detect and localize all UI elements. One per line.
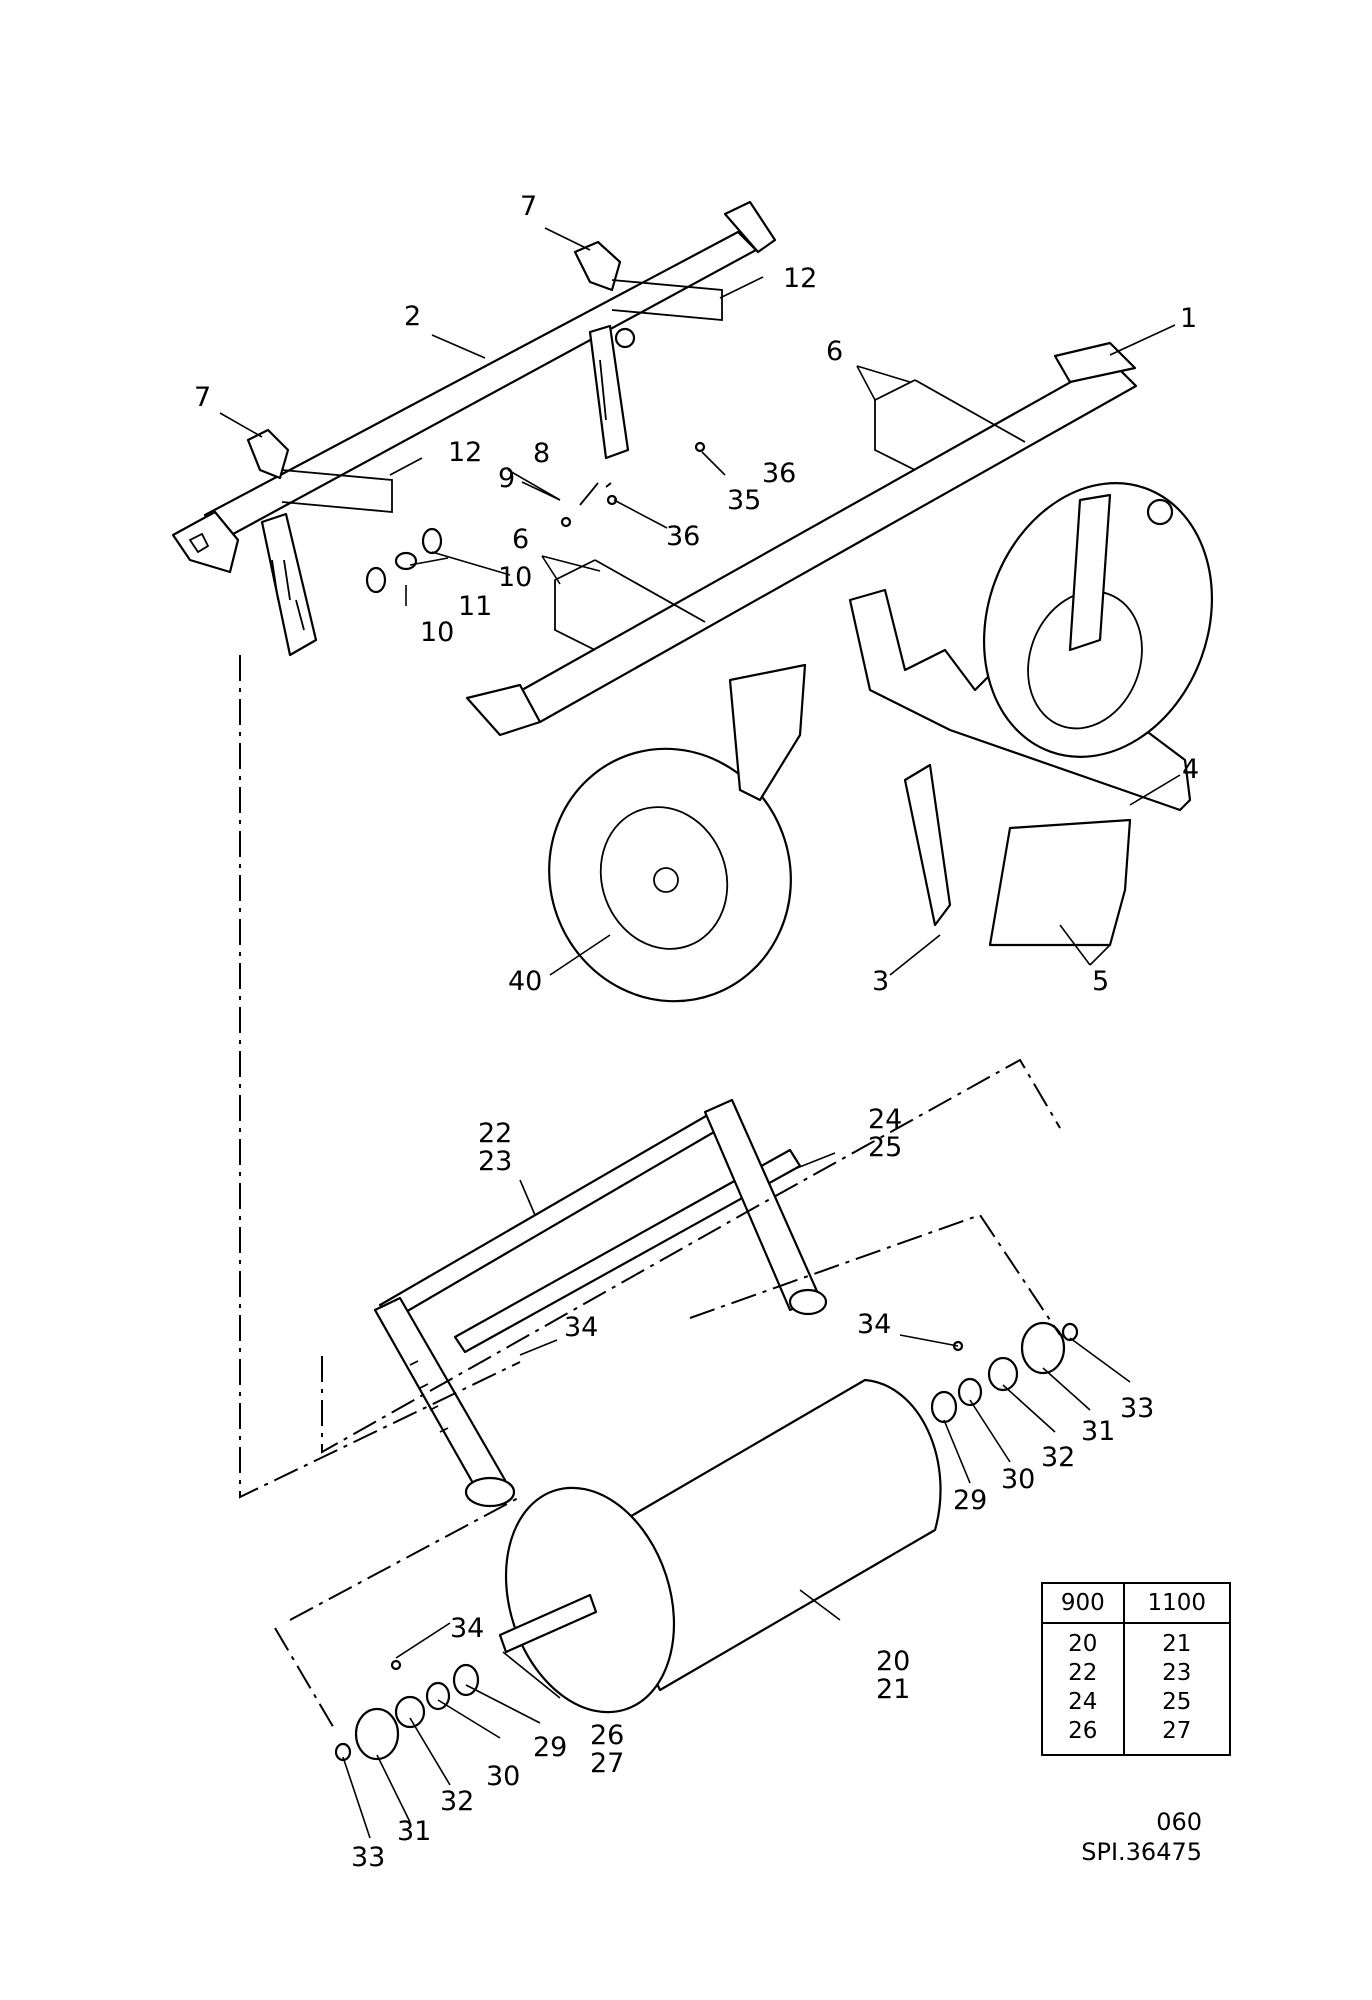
table-cell: 22 xyxy=(1068,1660,1098,1686)
assembly-lines xyxy=(239,655,1061,1731)
callout-27: 27 xyxy=(590,1748,624,1779)
table-cell: 25 xyxy=(1162,1689,1192,1715)
callout-2: 2 xyxy=(404,301,421,332)
callout-40: 40 xyxy=(508,966,542,997)
roller-shaft xyxy=(498,1593,598,1654)
table-cell: 23 xyxy=(1162,1660,1192,1686)
table-body-row: 20 22 24 26 21 23 25 27 xyxy=(1042,1623,1230,1755)
callout-5: 5 xyxy=(1092,966,1109,997)
roller-carrier xyxy=(373,1098,828,1508)
callout-36-upper: 36 xyxy=(762,458,796,489)
upper-bracket-right xyxy=(573,240,723,460)
table-header-row: 900 1100 xyxy=(1042,1583,1230,1624)
table-cell: 20 xyxy=(1068,1631,1098,1657)
leader-lines xyxy=(219,227,1181,1839)
model-variant-table: 900 1100 20 22 24 26 21 23 25 27 xyxy=(1041,1582,1231,1756)
callout-29-left: 29 xyxy=(533,1732,567,1763)
callout-12-left: 12 xyxy=(448,437,482,468)
callout-36-lower: 36 xyxy=(666,521,700,552)
bearing-stack-left xyxy=(334,1659,480,1762)
front-bracket xyxy=(728,663,1132,947)
u-bolts xyxy=(554,379,1026,651)
callout-11: 11 xyxy=(458,591,492,622)
column-header-1100: 1100 xyxy=(1122,1583,1230,1624)
callout-6-lower: 6 xyxy=(512,524,529,555)
right-wheel xyxy=(982,482,1214,758)
callout-30-right: 30 xyxy=(1001,1464,1035,1495)
bearing-stack-right xyxy=(930,1321,1079,1424)
callout-24: 24 xyxy=(868,1104,902,1135)
callout-35: 35 xyxy=(727,485,761,516)
callout-4: 4 xyxy=(1182,754,1199,785)
callout-9: 9 xyxy=(498,463,515,494)
callout-8: 8 xyxy=(533,438,550,469)
callout-22: 22 xyxy=(478,1118,512,1149)
column-1100-values: 21 23 25 27 xyxy=(1122,1623,1230,1755)
column-900-values: 20 22 24 26 xyxy=(1042,1623,1124,1755)
callouts: 1 2 3 4 5 6 6 7 7 8 9 10 10 11 12 12 20 … xyxy=(194,191,1199,1873)
callout-33-right: 33 xyxy=(1120,1393,1154,1424)
callout-25: 25 xyxy=(868,1132,902,1163)
callout-10-lower: 10 xyxy=(420,617,454,648)
upper-bracket-left xyxy=(246,428,393,657)
callout-30-left: 30 xyxy=(486,1761,520,1792)
callout-21: 21 xyxy=(876,1674,910,1705)
callout-29-right: 29 xyxy=(953,1485,987,1516)
callout-34-right: 34 xyxy=(857,1309,891,1340)
footer-reference: 060 SPI.36475 xyxy=(1081,1808,1202,1866)
table-cell: 27 xyxy=(1162,1718,1192,1744)
callout-32-left: 32 xyxy=(440,1786,474,1817)
callout-12-upper: 12 xyxy=(783,263,817,294)
callout-34-middle: 34 xyxy=(564,1312,598,1343)
callout-10-right: 10 xyxy=(498,562,532,593)
callout-23: 23 xyxy=(478,1146,512,1177)
callout-1: 1 xyxy=(1180,303,1197,334)
upper-tube xyxy=(171,200,777,574)
callout-33-left: 33 xyxy=(351,1842,385,1873)
callout-31-right: 31 xyxy=(1081,1416,1115,1447)
callout-7-upper: 7 xyxy=(520,191,537,222)
callout-20: 20 xyxy=(876,1646,910,1677)
callout-7-left: 7 xyxy=(194,382,211,413)
table-cell: 21 xyxy=(1162,1631,1192,1657)
table-cell: 26 xyxy=(1068,1718,1098,1744)
callout-6-upper: 6 xyxy=(826,336,843,367)
table-cell: 24 xyxy=(1068,1689,1098,1715)
callout-34-left: 34 xyxy=(450,1613,484,1644)
roller-drum xyxy=(504,1378,942,1714)
callout-26: 26 xyxy=(590,1720,624,1751)
callout-32-right: 32 xyxy=(1041,1442,1075,1473)
callout-3: 3 xyxy=(872,966,889,997)
left-wheel xyxy=(548,747,792,1003)
document-reference: SPI.36475 xyxy=(1081,1838,1202,1866)
column-header-900: 900 xyxy=(1042,1583,1124,1624)
callout-31-left: 31 xyxy=(397,1816,431,1847)
page-number: 060 xyxy=(1156,1808,1202,1836)
